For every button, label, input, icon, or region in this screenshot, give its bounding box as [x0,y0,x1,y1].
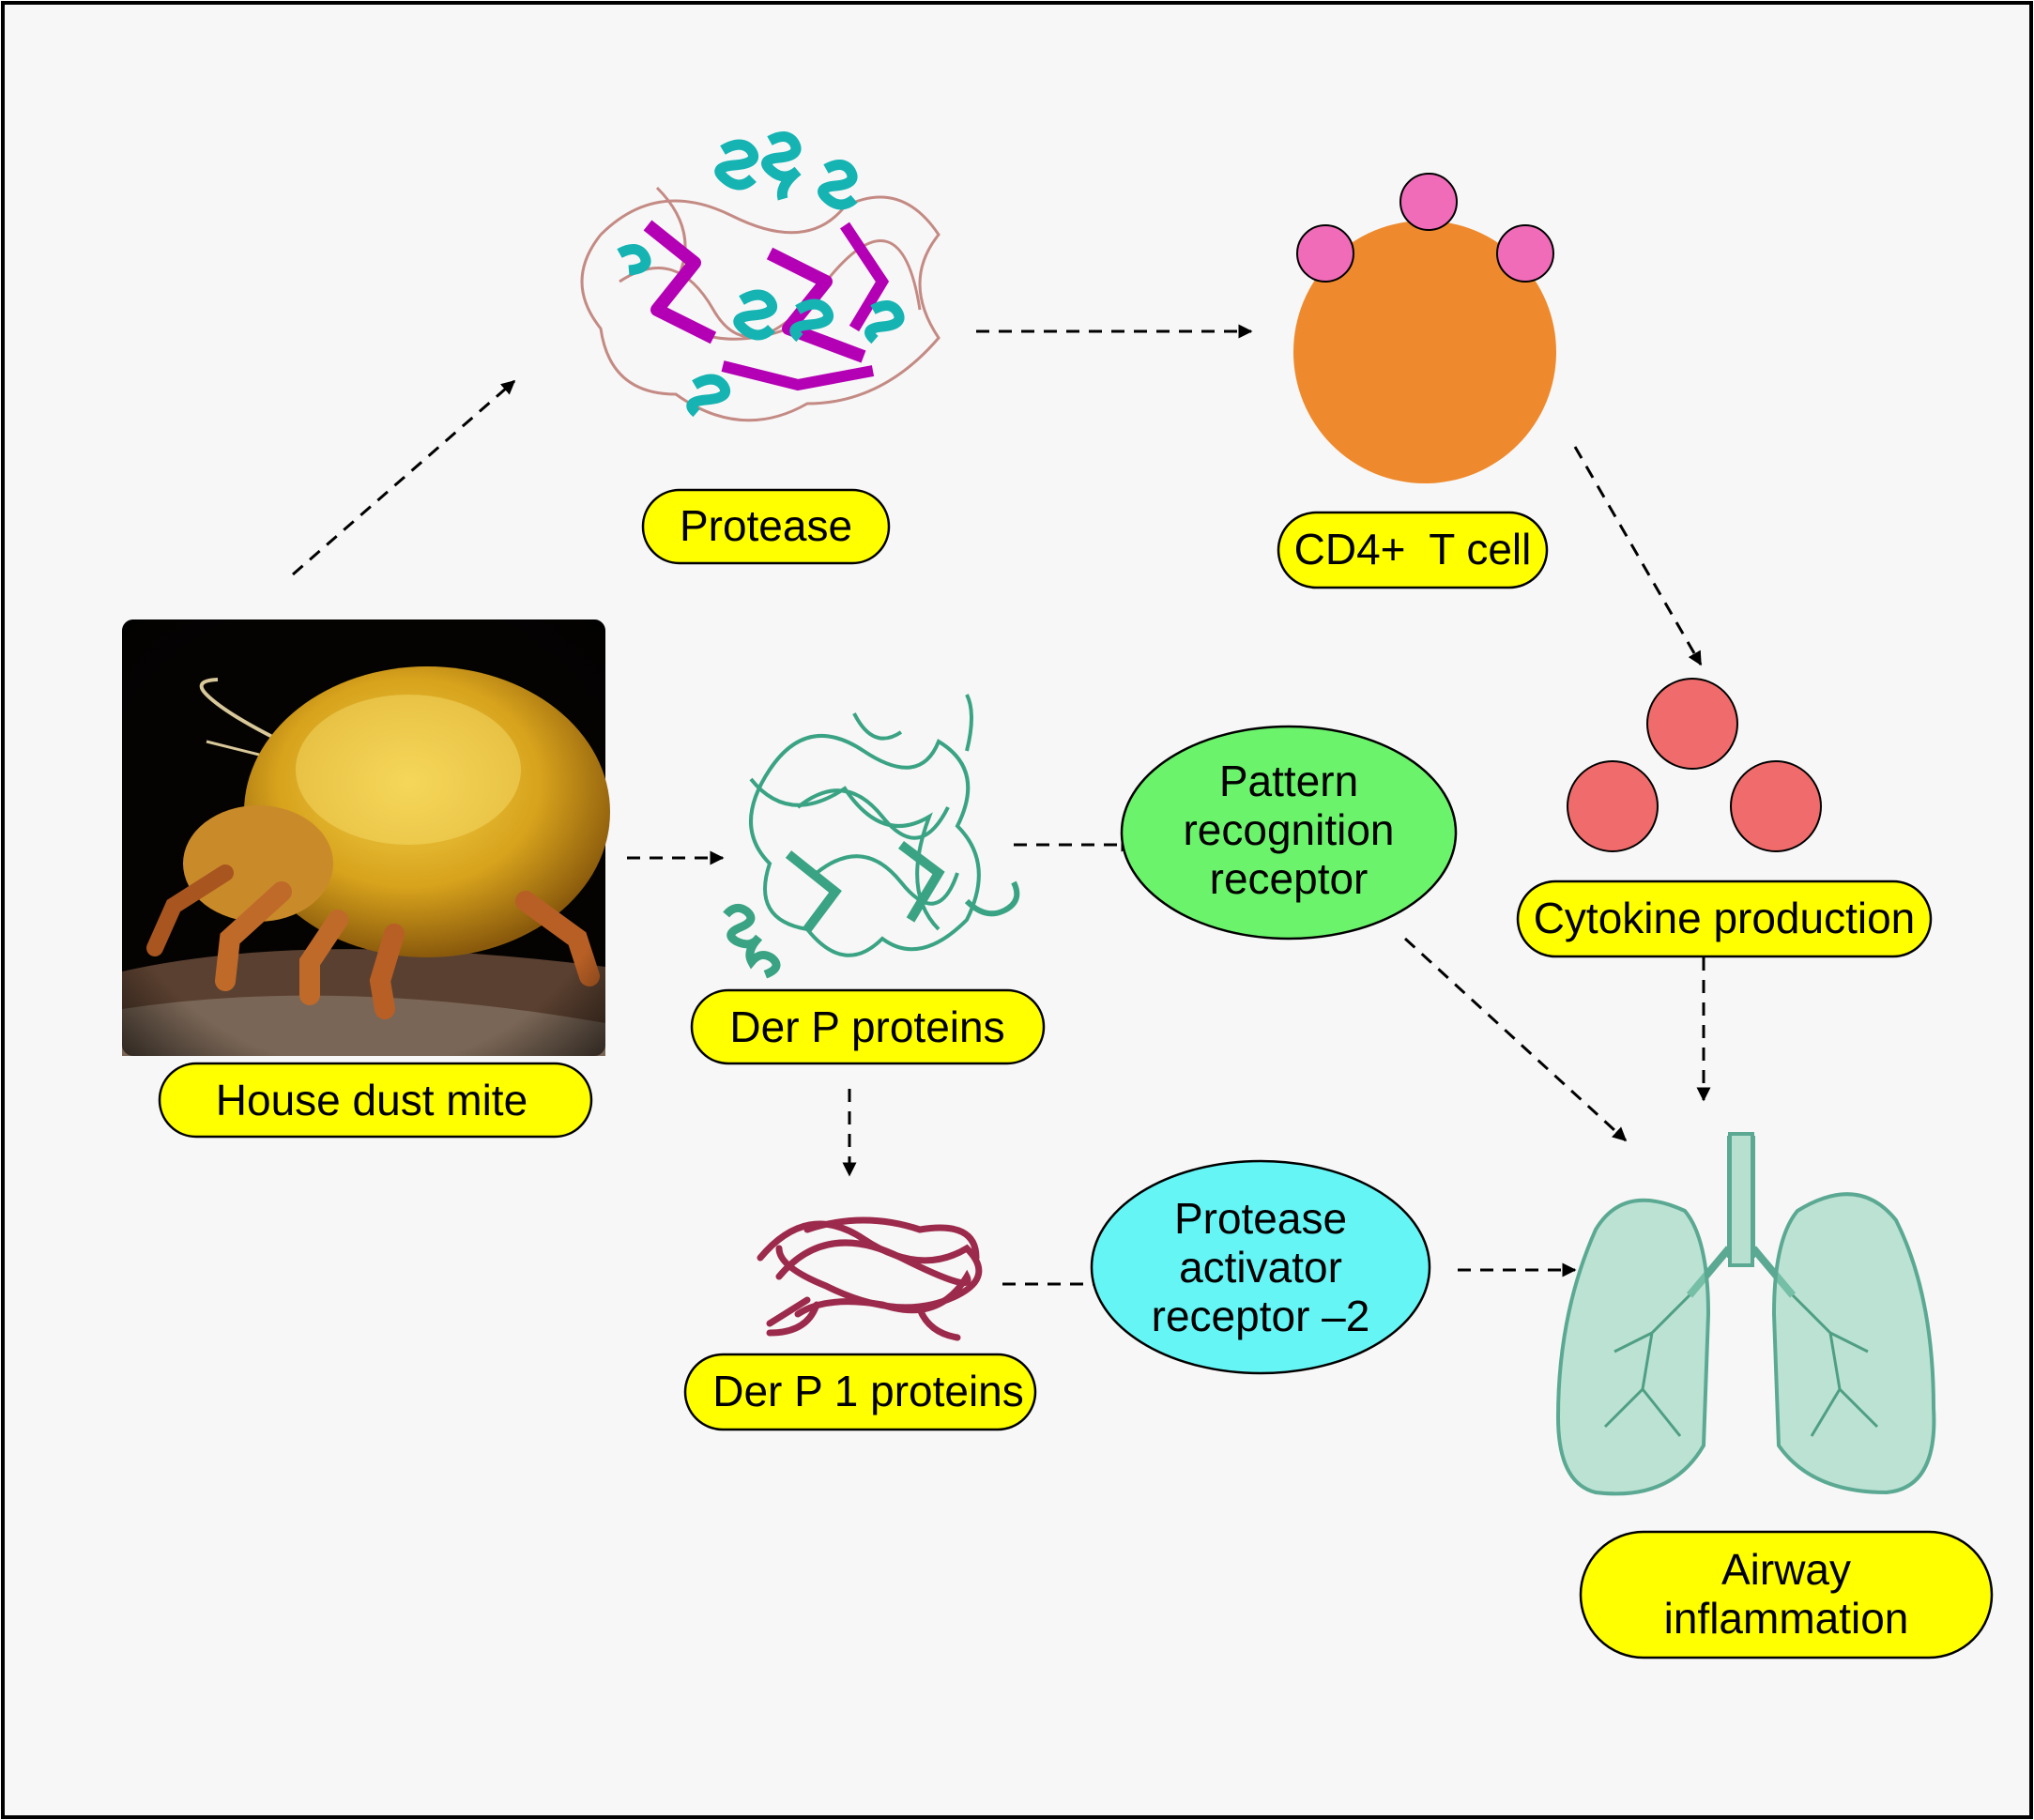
label-cytokine-production: Cytokine production [1516,879,1933,958]
arrow-prr-to-lungs [1403,937,1628,1142]
lungs-icon [1555,1132,1936,1496]
label-protease: Protease [641,488,891,565]
label-cd4-t-cell: CD4+ T cell [1277,511,1549,589]
protease-protein-structure-icon [580,131,941,422]
der-p1-protein-strand-icon [757,1216,983,1341]
arrow-mite-to-protease [292,379,516,576]
svg-text:Der P 1 proteins: Der P 1 proteins [712,1367,1024,1415]
label-airway-inflammation: Airway inflammation [1579,1530,1994,1659]
label-der-p1-proteins: Der P 1 proteins [683,1353,1037,1431]
arrow-tcell-to-cytokine [1573,446,1703,666]
svg-text:House dust mite: House dust mite [216,1076,528,1124]
cytokine-dots-icon [1567,678,1822,852]
svg-text:Der P proteins: Der P proteins [729,1002,1004,1051]
svg-text:Protease: Protease [680,501,852,550]
cd4-t-cell-icon [1293,173,1556,483]
der-p-protein-structure-icon [723,694,1020,979]
label-der-p-proteins: Der P proteins [690,988,1046,1065]
svg-text:receptor –2: receptor –2 [1152,1292,1370,1340]
svg-text:CD4+ T cell: CD4+ T cell [1294,525,1532,574]
svg-text:Airway: Airway [1721,1545,1851,1594]
svg-text:inflammation: inflammation [1664,1594,1909,1643]
house-dust-mite-photo-icon [122,619,610,1056]
svg-text:receptor: receptor [1210,854,1369,903]
label-protease-activator-receptor-2: Protease activator receptor –2 [1090,1159,1431,1375]
svg-text:Protease: Protease [1174,1194,1347,1243]
svg-text:Cytokine production: Cytokine production [1534,894,1916,942]
label-house-dust-mite: House dust mite [158,1062,593,1139]
svg-text:Pattern: Pattern [1219,757,1358,805]
svg-text:recognition: recognition [1183,805,1394,854]
label-pattern-recognition-receptor: Pattern recognition receptor [1120,725,1458,941]
arrows [292,324,1711,1292]
svg-text:activator: activator [1179,1243,1342,1292]
